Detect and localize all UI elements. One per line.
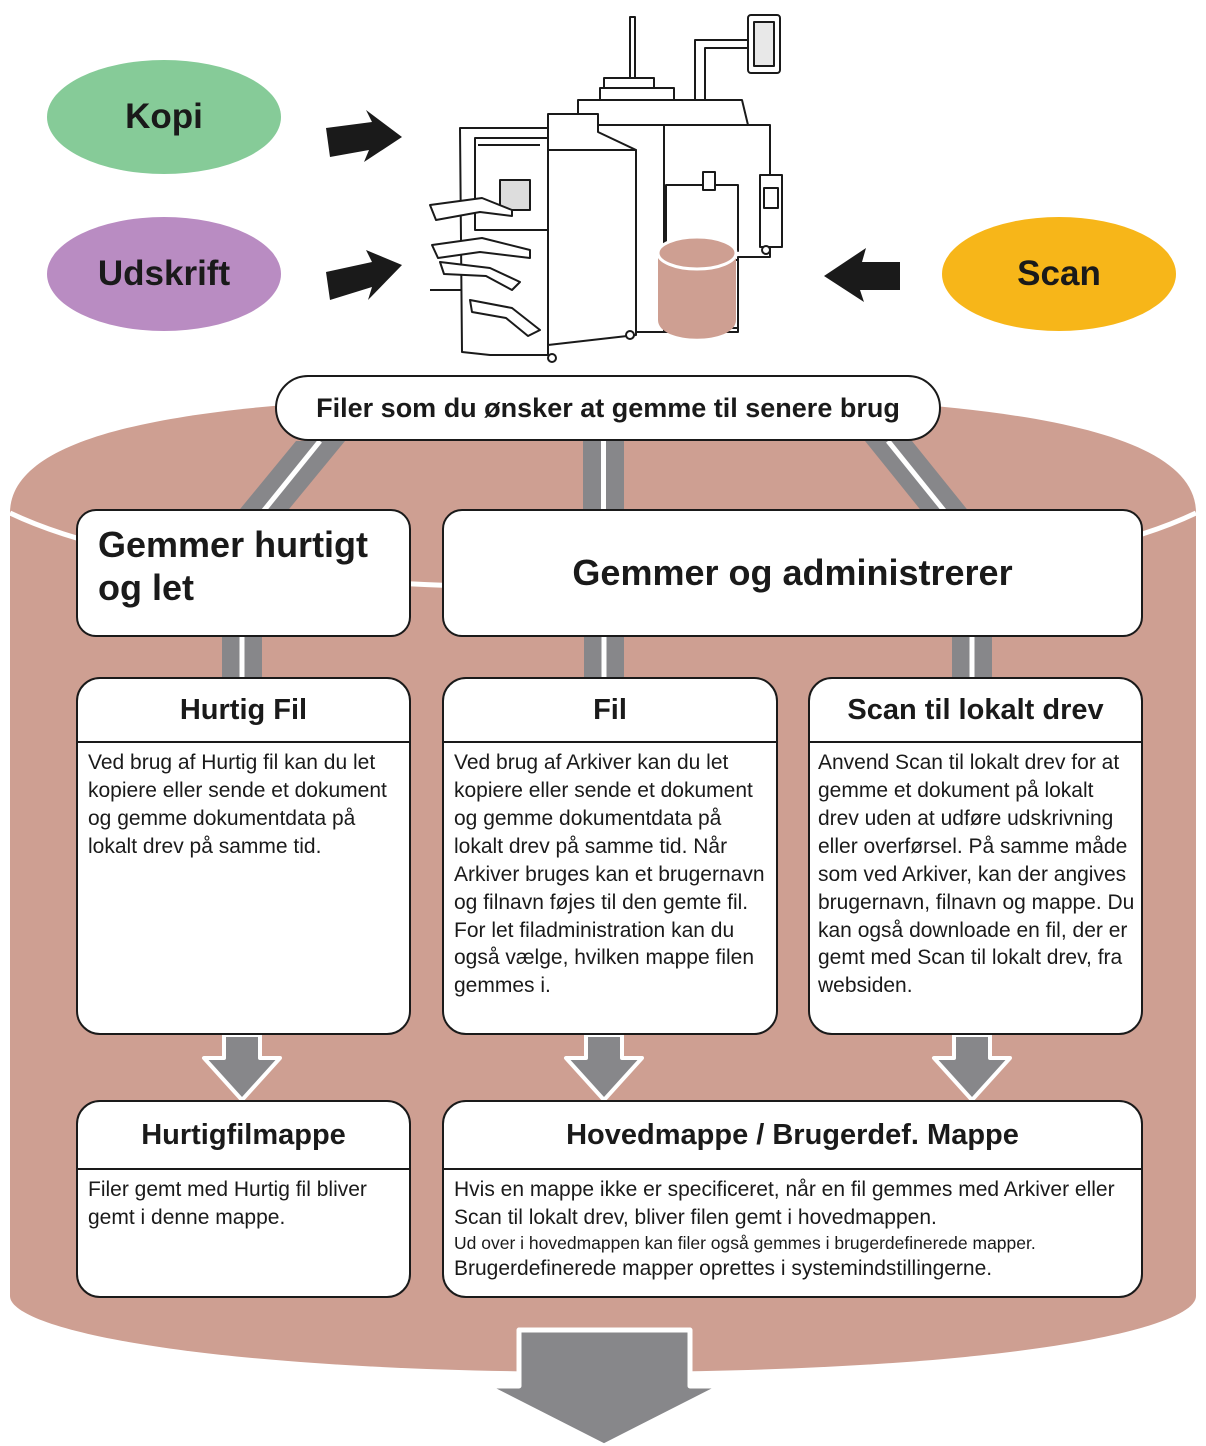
hurtigfilmappe-panel: Hurtigfilmappe Filer gemt med Hurtig fil… bbox=[76, 1100, 411, 1298]
hovedmappe-text-1: Hvis en mappe ikke er specificeret, når … bbox=[454, 1178, 1115, 1229]
quick-save-header-text: Gemmer hurtigt og let bbox=[98, 524, 369, 609]
fil-panel: Fil Ved brug af Arkiver kan du let kopie… bbox=[442, 677, 778, 1035]
scan-lokalt-drev-description: Anvend Scan til lokalt drev for at gemme… bbox=[818, 751, 1135, 998]
scan-label: Scan bbox=[1017, 254, 1101, 293]
hovedmappe-panel: Hovedmappe / Brugerdef. Mappe Hvis en ma… bbox=[442, 1100, 1143, 1298]
manage-header-text: Gemmer og administrerer bbox=[572, 552, 1013, 594]
header-connectors bbox=[222, 637, 992, 679]
hurtigfilmappe-description: Filer gemt med Hurtig fil bliver gemt i … bbox=[88, 1178, 367, 1229]
output-arrow bbox=[483, 1327, 725, 1446]
hovedmappe-title: Hovedmappe / Brugerdef. Mappe bbox=[444, 1102, 1141, 1170]
scan-source: Scan bbox=[942, 217, 1176, 331]
hovedmappe-text-2: Ud over i hovedmappen kan filer også gem… bbox=[454, 1232, 1036, 1253]
hurtig-fil-description: Ved brug af Hurtig fil kan du let kopier… bbox=[88, 751, 387, 858]
kopi-label: Kopi bbox=[125, 97, 203, 136]
input-arrows bbox=[326, 110, 900, 302]
manage-header: Gemmer og administrerer bbox=[442, 509, 1143, 637]
hurtig-fil-title: Hurtig Fil bbox=[78, 679, 409, 743]
udskrift-label: Udskrift bbox=[97, 254, 231, 293]
fil-description: Ved brug af Arkiver kan du let kopiere e… bbox=[454, 751, 765, 998]
hovedmappe-description: Hvis en mappe ikke er specificeret, når … bbox=[444, 1170, 1141, 1283]
folder-arrows bbox=[202, 1033, 1012, 1102]
quick-save-header: Gemmer hurtigt og let bbox=[76, 509, 411, 637]
hurtig-fil-panel: Hurtig Fil Ved brug af Hurtig fil kan du… bbox=[76, 677, 411, 1035]
scan-lokalt-drev-title: Scan til lokalt drev bbox=[810, 679, 1141, 743]
banner-text: Filer som du ønsker at gemme til senere … bbox=[316, 392, 900, 423]
hurtigfilmappe-title: Hurtigfilmappe bbox=[78, 1102, 409, 1170]
banner-connectors bbox=[236, 439, 970, 516]
saved-files-banner: Filer som du ønsker at gemme til senere … bbox=[275, 375, 941, 441]
hovedmappe-text-3: Brugerdefinerede mapper oprettes i syste… bbox=[454, 1257, 993, 1281]
storage-cylinder-icon bbox=[656, 235, 738, 339]
fil-title: Fil bbox=[444, 679, 776, 743]
kopi-source: Kopi bbox=[47, 60, 281, 174]
udskrift-source: Udskrift bbox=[47, 217, 281, 331]
scan-lokalt-drev-panel: Scan til lokalt drev Anvend Scan til lok… bbox=[808, 677, 1143, 1035]
